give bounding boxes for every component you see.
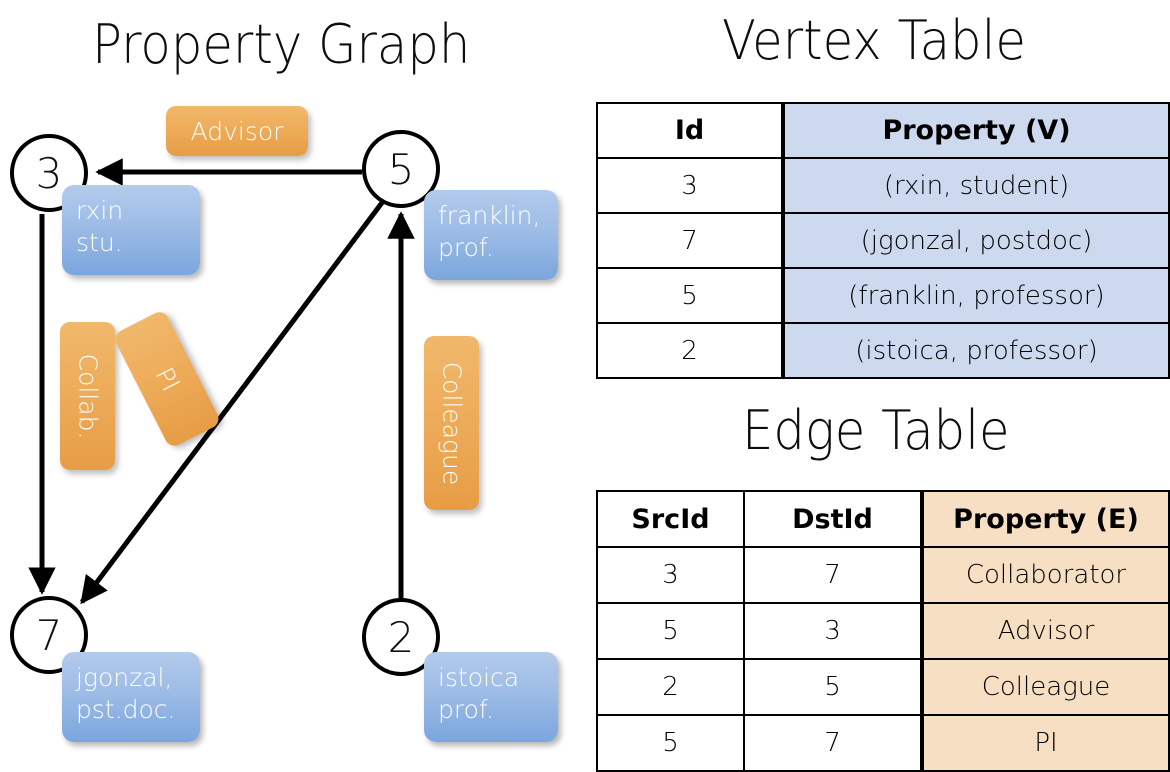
vertex-property-callout-rxin: rxin stu. [62, 185, 200, 275]
property-graph-diagram: 3 5 7 2 rxin stu. franklin, prof. jgonza… [0, 0, 585, 760]
vertex-table-cell-property: (istoica, professor) [781, 322, 1170, 379]
section-title-edge-table: Edge Table [742, 399, 1010, 462]
edge-label-advisor-text: Advisor [190, 116, 284, 146]
section-title-vertex-table: Vertex Table [722, 9, 1026, 72]
graph-vertex-3-id: 3 [35, 148, 63, 198]
edge-table-cell-srcid: 2 [596, 658, 745, 716]
edge-pi-5-to-7 [80, 198, 386, 605]
vertex-property-franklin-line2: prof. [438, 233, 494, 262]
edge-table-cell-srcid: 5 [596, 714, 745, 772]
vertex-table-row[interactable]: 7 (jgonzal, postdoc) [596, 212, 1170, 269]
vertex-table-header-row: Id Property (V) [596, 102, 1170, 159]
vertex-property-istoica-line1: istoica [438, 663, 520, 692]
vertex-property-callout-istoica: istoica prof. [424, 652, 558, 742]
vertex-property-rxin-line1: rxin [76, 196, 124, 225]
edge-label-pi-text: PI [148, 362, 186, 396]
graph-vertex-2-id: 2 [387, 612, 415, 662]
vertex-table-header-property: Property (V) [781, 102, 1170, 159]
edge-table-cell-srcid: 5 [596, 602, 745, 660]
edge-table-cell-property: Colleague [920, 658, 1170, 716]
edge-table-cell-dstid: 7 [743, 714, 923, 772]
edge-label-callout-colleague: Colleague [424, 336, 479, 510]
graph-edges-svg [28, 158, 415, 605]
vertex-table: Id Property (V) 3 (rxin, student) 7 (jgo… [596, 102, 1170, 379]
vertex-table-cell-id: 5 [596, 267, 784, 324]
edge-label-callout-advisor: Advisor [166, 106, 308, 156]
edge-table: SrcId DstId Property (E) 3 7 Collaborato… [596, 490, 1170, 772]
graph-vertex-5[interactable]: 5 [362, 130, 440, 208]
vertex-property-jgonzal-line1: jgonzal, [76, 663, 173, 692]
vertex-table-cell-id: 3 [596, 157, 784, 214]
edge-table-row[interactable]: 5 3 Advisor [596, 602, 1170, 660]
vertex-table-cell-property: (rxin, student) [781, 157, 1170, 214]
vertex-table-cell-id: 2 [596, 322, 784, 379]
vertex-property-callout-jgonzal: jgonzal, pst.doc. [62, 652, 200, 742]
vertex-property-rxin-line2: stu. [76, 228, 123, 257]
edge-table-cell-dstid: 3 [743, 602, 923, 660]
edge-label-colleague-text: Colleague [437, 361, 467, 485]
vertex-table-row[interactable]: 3 (rxin, student) [596, 157, 1170, 214]
vertex-table-cell-id: 7 [596, 212, 784, 269]
edge-table-cell-srcid: 3 [596, 546, 745, 604]
edge-label-callout-collab: Collab. [60, 322, 115, 470]
edge-table-cell-dstid: 5 [743, 658, 923, 716]
vertex-property-callout-franklin: franklin, prof. [424, 190, 558, 280]
edge-table-cell-property: Collaborator [920, 546, 1170, 604]
vertex-property-jgonzal-line2: pst.doc. [76, 695, 176, 724]
vertex-table-row[interactable]: 2 (istoica, professor) [596, 322, 1170, 379]
graph-vertex-7-id: 7 [35, 610, 63, 660]
edge-table-row[interactable]: 5 7 PI [596, 714, 1170, 772]
edge-table-cell-property: PI [920, 714, 1170, 772]
edge-table-header-property: Property (E) [920, 490, 1170, 548]
vertex-table-cell-property: (jgonzal, postdoc) [781, 212, 1170, 269]
vertex-table-row[interactable]: 5 (franklin, professor) [596, 267, 1170, 324]
graph-vertex-2[interactable]: 2 [362, 598, 440, 676]
vertex-property-istoica-line2: prof. [438, 695, 494, 724]
edge-table-row[interactable]: 3 7 Collaborator [596, 546, 1170, 604]
edge-table-row[interactable]: 2 5 Colleague [596, 658, 1170, 716]
edge-label-collab-text: Collab. [73, 353, 102, 439]
page-title-property-graph: Property Graph [92, 13, 471, 76]
edge-table-cell-dstid: 7 [743, 546, 923, 604]
edge-table-header-row: SrcId DstId Property (E) [596, 490, 1170, 548]
vertex-table-cell-property: (franklin, professor) [781, 267, 1170, 324]
edge-table-header-srcid: SrcId [596, 490, 745, 548]
vertex-table-header-id: Id [596, 102, 784, 159]
edge-table-header-dstid: DstId [743, 490, 923, 548]
graph-vertex-5-id: 5 [387, 144, 415, 194]
edge-table-cell-property: Advisor [920, 602, 1170, 660]
vertex-property-franklin-line1: franklin, [438, 201, 541, 230]
